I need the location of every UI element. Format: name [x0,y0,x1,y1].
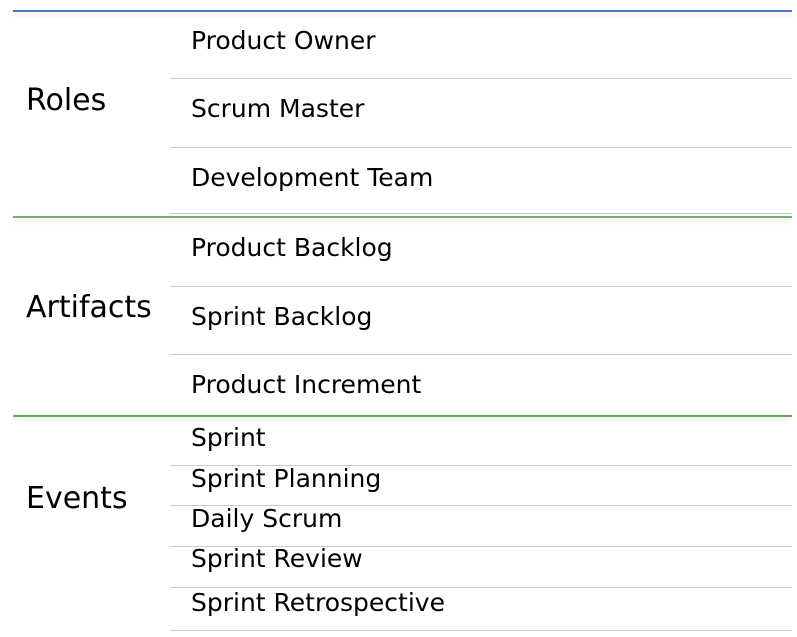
item-separator [170,546,792,547]
item-scrum-master: Scrum Master [191,94,365,123]
item-separator [170,587,792,588]
item-separator [170,465,792,466]
item-product-increment: Product Increment [191,370,422,399]
item-product-backlog: Product Backlog [191,233,393,262]
item-sprint-retrospective: Sprint Retrospective [191,588,445,617]
item-sprint-backlog: Sprint Backlog [191,302,373,331]
item-separator [170,630,792,631]
category-events: Events [26,481,128,516]
item-sprint-review: Sprint Review [191,544,363,573]
item-separator [170,286,792,287]
item-separator [170,78,792,79]
category-roles: Roles [26,83,107,118]
category-artifacts: Artifacts [26,290,152,325]
artifacts-top-line [13,216,792,218]
item-separator [170,213,792,214]
item-sprint-planning: Sprint Planning [191,464,382,493]
item-daily-scrum: Daily Scrum [191,504,343,533]
item-separator [170,147,792,148]
item-separator [170,354,792,355]
item-sprint: Sprint [191,423,266,452]
item-development-team: Development Team [191,163,434,192]
events-top-line [13,415,792,417]
item-product-owner: Product Owner [191,26,376,55]
roles-top-line [13,10,792,12]
item-separator [170,505,792,506]
